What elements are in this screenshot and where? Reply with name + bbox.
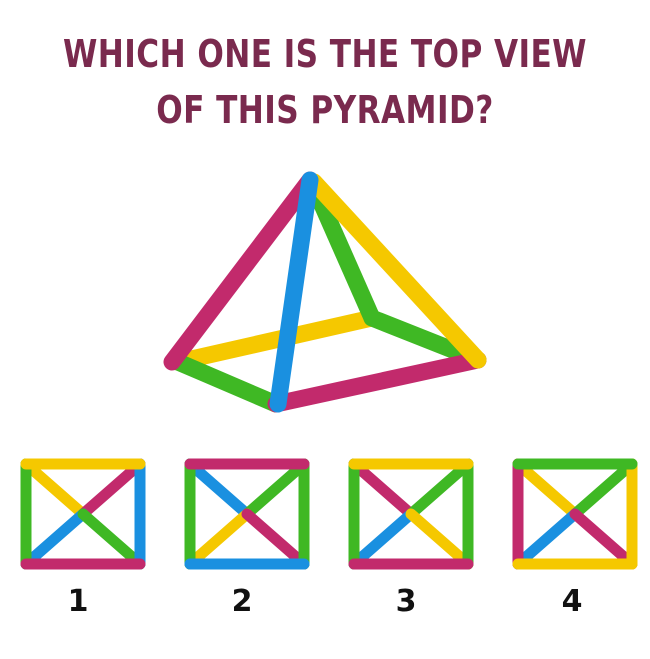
pyramid-edge-apex-front [269, 171, 319, 413]
diagonal-bottom-left [348, 508, 417, 570]
option-2[interactable] [184, 458, 310, 570]
option-2-square-diagram [184, 458, 310, 570]
diagonal-bottom-left [20, 508, 89, 570]
pyramid-edge-back-base [169, 309, 381, 371]
diagonal-bottom-right [77, 508, 146, 570]
diagonal-bottom-right [569, 508, 638, 570]
option-3-label[interactable]: 3 [395, 584, 417, 619]
diagonal-top-left [184, 458, 253, 520]
diagonal-bottom-left [512, 508, 581, 570]
option-4-label[interactable]: 4 [561, 584, 583, 619]
option-1[interactable] [20, 458, 146, 570]
question-title-line-1: WHICH ONE IS THE TOP VIEW [63, 32, 587, 76]
diagonal-top-left [20, 458, 89, 520]
option-1-label[interactable]: 1 [67, 584, 89, 619]
diagonal-bottom-right [405, 508, 474, 570]
pyramid-edge-apex-right [305, 173, 487, 369]
option-2-label[interactable]: 2 [231, 584, 253, 619]
pyramid-edge-apex-back [303, 173, 381, 327]
option-4-square-diagram [512, 458, 638, 570]
option-4[interactable] [512, 458, 638, 570]
diagonal-top-right [241, 458, 310, 520]
pyramid-edge-front-left [169, 353, 285, 413]
pyramid-edge-apex-left [163, 171, 319, 371]
diagonal-top-left [512, 458, 581, 520]
diagonal-top-right [569, 458, 638, 520]
diagonal-top-right [77, 458, 146, 520]
diagonal-top-right [405, 458, 474, 520]
option-3[interactable] [348, 458, 474, 570]
pyramid-edge-front-right [267, 351, 487, 413]
question-title-line-2: OF THIS PYRAMID? [156, 88, 494, 132]
option-3-square-diagram [348, 458, 474, 570]
diagonal-bottom-left [184, 508, 253, 570]
diagonal-bottom-right [241, 508, 310, 570]
question-title: WHICH ONE IS THE TOP VIEW OF THIS PYRAMI… [59, 26, 592, 138]
diagonal-top-left [348, 458, 417, 520]
option-1-square-diagram [20, 458, 146, 570]
